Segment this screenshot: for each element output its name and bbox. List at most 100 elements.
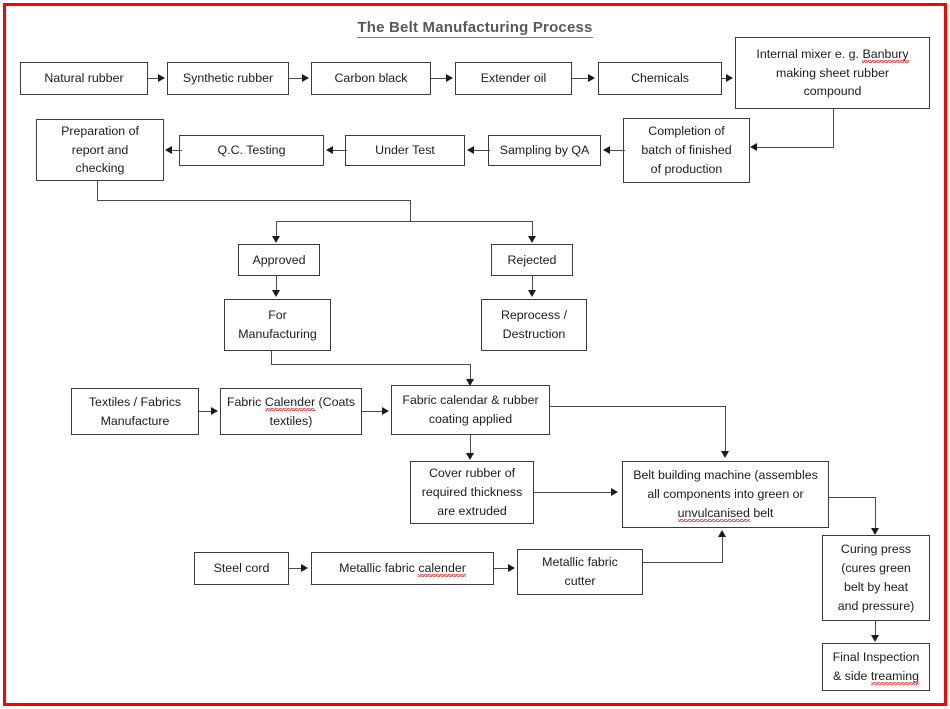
connector-steelcord-to-calender <box>289 568 302 570</box>
node-label-a: Metallic fabric <box>339 561 419 576</box>
node-rejected[interactable]: Rejected <box>491 244 573 276</box>
node-label-line1: Reprocess / <box>500 308 568 323</box>
node-label: Natural rubber <box>44 71 124 86</box>
node-extender-oil[interactable]: Extender oil <box>455 62 572 95</box>
node-qc-testing[interactable]: Q.C. Testing <box>179 135 324 166</box>
arrowhead-down <box>466 379 474 386</box>
node-label: Q.C. Testing <box>217 143 286 158</box>
node-label: Chemicals <box>631 71 689 86</box>
node-cover-rubber-extruded[interactable]: Cover rubber of required thickness are e… <box>410 461 534 524</box>
connector-curing-to-final <box>875 621 877 637</box>
arrowhead-left <box>750 143 757 151</box>
node-label-line4: and pressure) <box>837 598 915 613</box>
arrowhead-right <box>726 74 733 82</box>
node-label: Carbon black <box>334 71 408 86</box>
connector-coating-down-to-cover <box>470 435 472 455</box>
connector-formanufacturing-right <box>271 364 471 366</box>
node-metallic-fabric-calender[interactable]: Metallic fabric calender <box>311 552 494 585</box>
node-label-line1: Metallic fabric <box>542 555 618 570</box>
node-label-line1: Completion of <box>648 124 725 139</box>
connector-synthetic-to-carbon <box>289 78 303 80</box>
node-carbon-black[interactable]: Carbon black <box>311 62 431 95</box>
connector-rejected-down <box>532 276 534 292</box>
connector-extender-to-chemicals <box>572 78 588 80</box>
node-label-line2-a: & side <box>832 669 871 683</box>
arrowhead-left <box>326 146 333 154</box>
node-label: Sampling by QA <box>499 143 590 158</box>
node-label-misspelled: calender <box>418 561 466 578</box>
node-label: Metallic fabric calender <box>339 559 466 578</box>
connector-branch-to-rejected <box>532 221 534 239</box>
node-final-inspection[interactable]: Final Inspection & side treaming <box>822 643 930 691</box>
connector-formanufacturing-down <box>271 351 273 365</box>
connector-carbon-to-extender <box>431 78 446 80</box>
node-under-test[interactable]: Under Test <box>345 135 465 166</box>
node-reprocess-destruction[interactable]: Reprocess / Destruction <box>481 299 587 351</box>
connector-belt-right <box>829 497 876 499</box>
node-label-line2: Destruction <box>502 327 566 341</box>
node-synthetic-rubber[interactable]: Synthetic rubber <box>167 62 289 95</box>
node-fabric-calendar-rubber-coating[interactable]: Fabric calendar & rubber coating applied <box>391 385 550 435</box>
node-label-line2: report and <box>71 142 129 157</box>
node-preparation-report[interactable]: Preparation of report and checking <box>36 119 164 181</box>
node-label-line1: Curing press <box>840 542 912 557</box>
node-textiles-fabrics-manufacture[interactable]: Textiles / Fabrics Manufacture <box>71 388 199 435</box>
arrowhead-right <box>446 74 453 82</box>
arrowhead-down <box>528 236 536 243</box>
node-label-line3: compound <box>803 84 862 99</box>
connector-approved-down <box>276 276 278 292</box>
node-label-line2: & side treaming <box>832 667 920 686</box>
node-label-line2: coating applied <box>428 412 513 426</box>
node-chemicals[interactable]: Chemicals <box>598 62 722 95</box>
node-natural-rubber[interactable]: Natural rubber <box>20 62 148 95</box>
node-for-manufacturing[interactable]: For Manufacturing <box>224 299 331 351</box>
connector-calender-to-cutter <box>494 568 509 570</box>
node-label-line2: all components into green or <box>647 487 804 502</box>
node-internal-mixer[interactable]: Internal mixer e. g. Banbury making shee… <box>735 37 930 109</box>
node-completion-of-batch[interactable]: Completion of batch of finished of produ… <box>623 118 750 183</box>
connector-textiles-to-calender <box>199 411 212 413</box>
arrowhead-up <box>718 530 726 537</box>
arrowhead-right <box>211 407 218 415</box>
node-sampling-by-qa[interactable]: Sampling by QA <box>488 135 601 166</box>
node-label-line1: Internal mixer e. g. Banbury <box>756 45 909 64</box>
node-label-line2: (cures green <box>841 561 911 576</box>
node-label-line1: Fabric calendar & rubber <box>402 393 539 408</box>
connector-branch-split <box>276 221 533 223</box>
node-label-line1: Fabric Calender (Coats <box>227 393 355 412</box>
node-label-line2: textiles) <box>269 413 313 428</box>
arrowhead-left <box>467 146 474 154</box>
node-label-line1: Final Inspection <box>832 650 920 665</box>
node-label-line1: For <box>268 308 287 323</box>
connector-coating-right <box>550 406 726 408</box>
node-belt-building-machine[interactable]: Belt building machine (assembles all com… <box>622 461 829 528</box>
node-label-line2: Manufacturing <box>238 327 317 341</box>
arrowhead-down <box>871 528 879 535</box>
page-title-text: The Belt Manufacturing Process <box>357 19 593 38</box>
node-steel-cord[interactable]: Steel cord <box>194 552 289 585</box>
arrowhead-down <box>466 453 474 460</box>
node-metallic-fabric-cutter[interactable]: Metallic fabric cutter <box>517 549 643 595</box>
node-label-line3: of production <box>650 161 723 176</box>
node-label: Approved <box>252 252 306 267</box>
node-label: Synthetic rubber <box>182 71 274 86</box>
arrowhead-down <box>721 451 729 458</box>
arrowhead-right <box>382 407 389 415</box>
node-label-line3: belt by heat <box>843 580 909 594</box>
node-fabric-calender-coats[interactable]: Fabric Calender (Coats textiles) <box>220 388 362 435</box>
node-label-line1-misspelled: Calender <box>264 394 316 411</box>
node-label-line1-misspelled: Banbury <box>862 46 909 63</box>
connector-cutter-right <box>643 562 723 564</box>
node-approved[interactable]: Approved <box>238 244 320 276</box>
arrowhead-left <box>603 146 610 154</box>
node-curing-press[interactable]: Curing press (cures green belt by heat a… <box>822 535 930 621</box>
connector-cutter-up-to-belt <box>722 536 724 563</box>
node-label-line3: are extruded <box>437 503 507 518</box>
connector-cover-to-belt <box>534 492 612 494</box>
connector-preparation-down <box>97 181 99 201</box>
connector-mixer-to-completion <box>756 147 834 149</box>
node-label-line1: Textiles / Fabrics <box>88 394 182 409</box>
node-label-line2: Manufacture <box>100 413 170 428</box>
arrowhead-down <box>272 236 280 243</box>
node-label-line1-a: Fabric <box>226 394 265 409</box>
